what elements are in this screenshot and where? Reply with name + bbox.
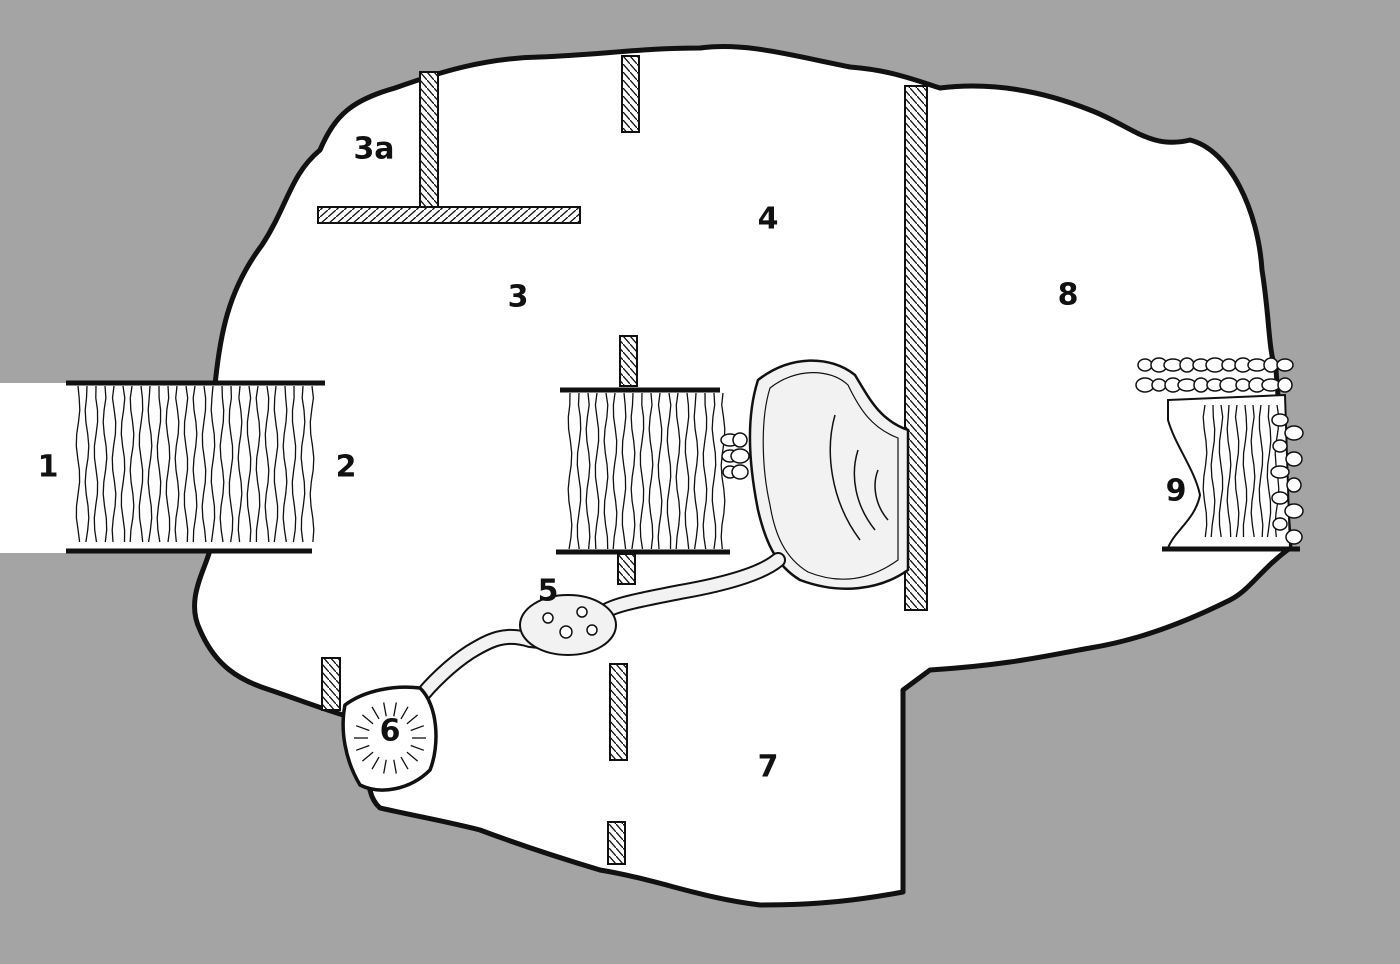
area-label-2: 2 bbox=[336, 450, 357, 485]
area-label-6: 6 bbox=[380, 714, 401, 749]
bridge-icon bbox=[66, 380, 325, 554]
area-label-3: 3 bbox=[508, 280, 529, 315]
bridge-icon bbox=[556, 387, 730, 555]
area-label-8: 8 bbox=[1058, 278, 1079, 313]
area-label-7: 7 bbox=[758, 750, 779, 785]
stream-icon bbox=[412, 552, 786, 706]
area-labels: 1 2 3 3a 4 5 6 7 8 9 bbox=[38, 132, 1187, 785]
pit-icon bbox=[341, 685, 438, 792]
area-label-5: 5 bbox=[538, 574, 559, 609]
area-label-9: 9 bbox=[1166, 474, 1187, 509]
entrance-opening bbox=[0, 383, 80, 553]
area-label-4: 4 bbox=[758, 202, 779, 237]
pool-icon bbox=[748, 359, 910, 590]
area-label-1: 1 bbox=[38, 450, 59, 485]
wall-icon bbox=[317, 55, 928, 865]
rubble-icon bbox=[720, 357, 1304, 545]
area-label-3a: 3a bbox=[353, 132, 394, 167]
